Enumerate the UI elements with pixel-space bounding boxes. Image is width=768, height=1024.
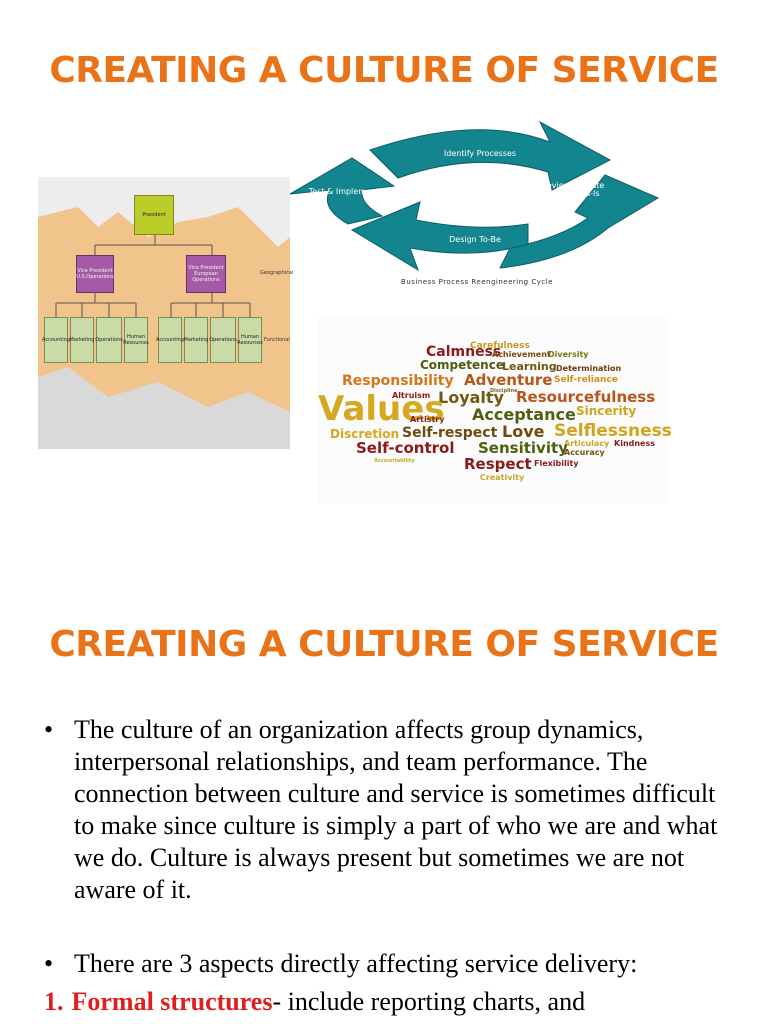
word-cloud-word: Values: [318, 389, 445, 429]
bullet-marker: •: [44, 949, 54, 978]
org-vp-left-box: Vice President U.S.Operations: [76, 255, 114, 293]
org-function-box: Human Resources: [123, 317, 149, 363]
word-cloud-word: Artistry: [410, 415, 445, 424]
word-cloud-word: Self-control: [356, 439, 455, 457]
word-cloud-word: Diversity: [548, 350, 589, 359]
bpr-caption: Business Process Reengineering Cycle: [401, 278, 553, 286]
word-cloud-word: Discipline: [490, 388, 518, 394]
org-function-box: Marketing: [184, 317, 208, 363]
word-cloud-word: Resourcefulness: [516, 388, 656, 406]
bpr-cycle-diagram: Identify Processes Review, Update Analyz…: [290, 120, 662, 292]
word-cloud-word: Respect: [464, 455, 532, 473]
word-cloud-word: Self-respect: [402, 425, 498, 441]
org-function-box: Operations: [209, 317, 237, 363]
values-word-cloud: Carefulness Calmness Achievement Diversi…: [318, 318, 672, 504]
bullet-marker: •: [44, 715, 54, 744]
org-function-box: Marketing: [70, 317, 94, 363]
word-cloud-word: Sensitivity: [478, 439, 568, 457]
word-cloud-word: Learning: [502, 360, 557, 373]
numbered-item-text: - include reporting charts, and: [272, 987, 586, 1016]
bpr-step-review: Review, Update Analyze As-Is: [541, 181, 605, 198]
word-cloud-word: Achievement: [492, 350, 551, 359]
word-cloud-word: Altruism: [392, 391, 431, 400]
word-cloud-word: Discretion: [330, 427, 400, 441]
numbered-item: 1.Formal structures- include reporting c…: [44, 986, 764, 1018]
slide-title: CREATING A CULTURE OF SERVICE: [49, 50, 719, 91]
org-label-functional: Functional: [264, 337, 290, 343]
bpr-step-test: Test & Implement To-Be: [308, 187, 404, 196]
word-cloud-word: Flexibility: [534, 459, 579, 468]
word-cloud-word: Love: [502, 422, 545, 441]
word-cloud-word: Loyalty: [438, 388, 504, 407]
org-function-box: Accounting: [42, 317, 70, 363]
word-cloud-word: Responsibility: [342, 373, 454, 389]
numbered-item-term: Formal structures: [71, 987, 273, 1016]
org-function-box: Human Resources: [237, 317, 263, 363]
bpr-step-design: Design To-Be: [449, 235, 501, 244]
word-cloud-word: Calmness: [426, 344, 502, 360]
org-label-geographical: Geographical: [260, 270, 294, 276]
org-president-box: President: [134, 195, 174, 235]
slide-title: CREATING A CULTURE OF SERVICE: [49, 624, 719, 665]
word-cloud-word: Selflessness: [554, 421, 672, 441]
word-cloud-word: Competence: [420, 358, 504, 372]
word-cloud-word: Sincerity: [576, 404, 637, 418]
org-function-box: Accounting: [156, 317, 184, 363]
org-chart-image: President Vice President U.S.Operations …: [38, 177, 294, 449]
word-cloud-word: Acceptance: [472, 405, 576, 424]
word-cloud-word: Accountability: [374, 458, 415, 464]
word-cloud-word: Self-reliance: [554, 375, 618, 385]
word-cloud-word: Adventure: [464, 371, 553, 389]
bullet-text: The culture of an organization affects g…: [74, 715, 718, 904]
word-cloud-word: Carefulness: [470, 341, 530, 351]
numbered-item-number: 1.: [44, 987, 64, 1016]
org-function-box: Operations: [95, 317, 123, 363]
word-cloud-word: Determination: [556, 364, 622, 373]
bpr-cycle-arrows: [290, 120, 660, 272]
word-cloud-word: Creativity: [480, 473, 525, 482]
bpr-step-identify: Identify Processes: [443, 149, 517, 158]
org-vp-right-box: Vice President European Operations: [186, 255, 226, 293]
word-cloud-word: Kindness: [614, 439, 656, 448]
word-cloud-word: Articulacy: [564, 439, 610, 448]
bullet-text: There are 3 aspects directly affecting s…: [74, 949, 638, 978]
word-cloud-word: Accuracy: [564, 448, 605, 457]
